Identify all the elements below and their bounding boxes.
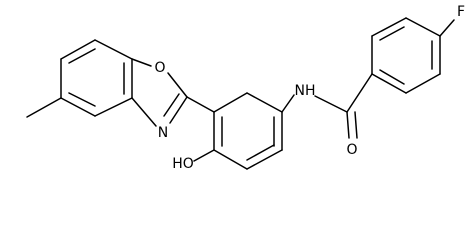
amide-nitrogen-label: NH (294, 83, 315, 99)
phenol-ring (193, 92, 295, 170)
amide-bonds (314, 73, 373, 139)
structure-diagram: F NH O O N HO (26, 4, 466, 172)
oxazole-ring (131, 58, 215, 127)
fluorophenyl-ring (371, 17, 455, 94)
fluorine-label: F (457, 4, 465, 20)
molecule-svg: F NH O O N HO (26, 4, 465, 172)
oxazole-oxygen-label: O (154, 60, 165, 76)
benzo-ring (60, 39, 133, 117)
carbonyl-oxygen-label: O (346, 142, 357, 158)
hydroxyl-label: HO (172, 156, 194, 172)
oxazole-nitrogen-label: N (158, 125, 168, 141)
methyl-bond (26, 97, 62, 118)
